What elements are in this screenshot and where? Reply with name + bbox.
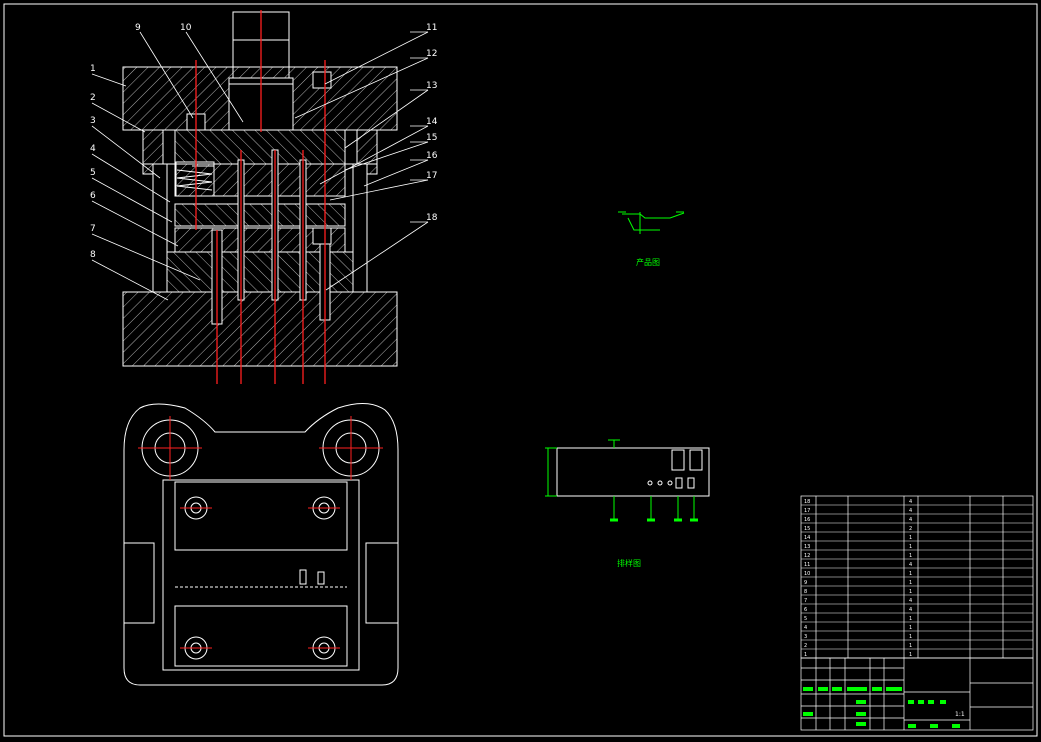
callout-2: 2 [90, 93, 96, 103]
callout-labels: 1 2 3 4 5 6 7 8 9 10 11 12 13 14 15 16 1… [90, 23, 438, 260]
bom-item-quantity: 4 [909, 508, 912, 514]
bom-item-number: 11 [804, 562, 810, 568]
sheet-info: 1:1 [955, 711, 965, 718]
bom-item-number: 9 [804, 580, 807, 586]
bom-item-quantity: 1 [909, 580, 912, 586]
callout-3: 3 [90, 116, 96, 126]
bom-item-quantity: 4 [909, 598, 912, 604]
strip-dimensions [545, 439, 698, 522]
bom-item-quantity: 1 [909, 652, 912, 658]
bom-item-number: 7 [804, 598, 807, 604]
bom-item-quantity: 1 [909, 634, 912, 640]
leader-lines [91, 31, 429, 301]
product-caption: 产品图 [636, 257, 660, 267]
bom-item-quantity: 4 [909, 562, 912, 568]
callout-12: 12 [426, 49, 437, 59]
bom-item-number: 10 [804, 571, 810, 577]
bom-item-quantity: 1 [909, 589, 912, 595]
callout-18: 18 [426, 213, 438, 223]
bom-item-quantity: 1 [909, 616, 912, 622]
bom-item-number: 4 [804, 625, 807, 631]
strip-layout [556, 447, 710, 497]
callout-6: 6 [90, 191, 96, 201]
plan-centerlines [138, 416, 383, 649]
bom-item-number: 5 [804, 616, 807, 622]
bom-item-number: 1 [804, 652, 807, 658]
bom-item-quantity: 4 [909, 607, 912, 613]
callout-8: 8 [90, 250, 96, 260]
bom-item-number: 17 [804, 508, 810, 514]
section-view [122, 11, 398, 367]
callout-1: 1 [90, 64, 96, 74]
bom-item-quantity: 4 [909, 517, 912, 523]
drawing-frame [3, 3, 1038, 737]
title-block-fills [803, 687, 960, 728]
bom-item-quantity: 1 [909, 544, 912, 550]
bom-item-number: 18 [804, 499, 810, 505]
section-centerlines [195, 10, 326, 384]
bom-item-number: 2 [804, 643, 807, 649]
callout-14: 14 [426, 117, 438, 127]
bom-item-number: 3 [804, 634, 807, 640]
layout-caption: 排样图 [617, 558, 641, 568]
callout-10: 10 [180, 23, 192, 33]
bom-item-quantity: 1 [909, 535, 912, 541]
bom-item-number: 16 [804, 517, 810, 523]
bom-item-number: 6 [804, 607, 807, 613]
bom-item-number: 13 [804, 544, 810, 550]
bom-item-quantity: 1 [909, 571, 912, 577]
bom-item-number: 12 [804, 553, 810, 559]
callout-5: 5 [90, 168, 96, 178]
bom-item-number: 15 [804, 526, 810, 532]
callout-15: 15 [426, 133, 437, 143]
bom-item-quantity: 4 [909, 499, 912, 505]
bom-item-quantity: 1 [909, 643, 912, 649]
bom-item-number: 8 [804, 589, 807, 595]
callout-13: 13 [426, 81, 437, 91]
callout-9: 9 [135, 23, 141, 33]
plan-view [123, 403, 399, 686]
bom-item-quantity: 2 [909, 526, 912, 532]
callout-16: 16 [426, 151, 438, 161]
callout-11: 11 [426, 23, 437, 33]
callout-17: 17 [426, 171, 437, 181]
title-block [800, 657, 1034, 731]
bom-item-number: 14 [804, 535, 810, 541]
callout-7: 7 [90, 224, 96, 234]
bom-item-quantity: 1 [909, 553, 912, 559]
callout-4: 4 [90, 144, 96, 154]
bom-item-quantity: 1 [909, 625, 912, 631]
product-drawing [618, 211, 685, 234]
